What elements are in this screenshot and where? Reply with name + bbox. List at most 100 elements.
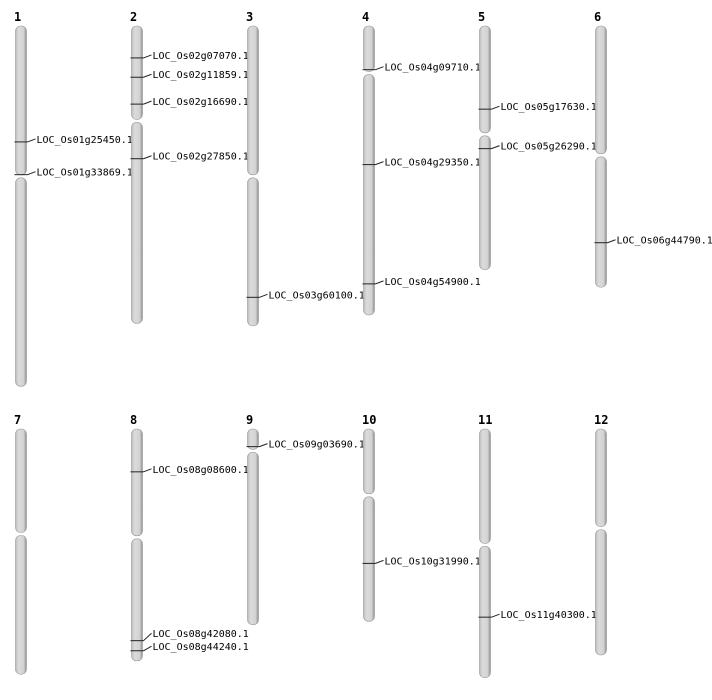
- chromosome-short-arm: [363, 428, 375, 495]
- chromosome-2: 2LOC_Os02g07070.1LOC_Os02g11859.1LOC_Os0…: [130, 10, 249, 324]
- gene-marker: LOC_Os09g03690.1: [246, 440, 365, 451]
- chromosome-short-arm: [131, 25, 143, 120]
- chromosome-long-arm: [479, 546, 491, 678]
- gene-label: LOC_Os10g31990.1: [385, 556, 481, 567]
- gene-marker: LOC_Os04g09710.1: [362, 63, 481, 74]
- chromosome-number: 10: [362, 413, 376, 427]
- chromosome-short-arm: [479, 428, 491, 544]
- chromosome-number: 1: [14, 10, 21, 24]
- gene-connector: [27, 138, 36, 143]
- gene-label: LOC_Os06g44790.1: [617, 236, 712, 247]
- chromosome-long-arm: [131, 122, 143, 324]
- chromosome-short-arm: [247, 25, 259, 176]
- gene-label: LOC_Os09g03690.1: [269, 440, 365, 451]
- gene-label: LOC_Os08g42080.1: [153, 629, 249, 640]
- gene-connector: [259, 293, 268, 298]
- gene-marker: LOC_Os02g16690.1: [130, 97, 249, 108]
- gene-connector: [143, 632, 152, 642]
- gene-connector: [27, 171, 36, 176]
- gene-marker: LOC_Os11g40300.1: [478, 610, 597, 621]
- chromosome-number: 9: [246, 413, 253, 427]
- chromosome-number: 12: [594, 413, 608, 427]
- gene-connector: [607, 239, 616, 244]
- gene-connector: [375, 161, 384, 166]
- chromosome-short-arm: [363, 25, 375, 72]
- chromosome-4: 4LOC_Os04g09710.1LOC_Os04g29350.1LOC_Os0…: [362, 10, 481, 316]
- chromosome-12: 12: [594, 413, 608, 656]
- gene-connector: [375, 280, 384, 285]
- gene-marker: LOC_Os08g42080.1: [130, 629, 249, 642]
- gene-connector: [143, 155, 152, 160]
- gene-marker: LOC_Os05g17630.1: [478, 102, 597, 113]
- chromosome-number: 4: [362, 10, 369, 24]
- chromosome-long-arm: [131, 538, 143, 662]
- gene-marker: LOC_Os04g29350.1: [362, 158, 481, 169]
- chromosome-short-arm: [479, 25, 491, 134]
- gene-label: LOC_Os08g44240.1: [153, 642, 249, 653]
- chromosome-8: 8LOC_Os08g08600.1LOC_Os08g42080.1LOC_Os0…: [130, 413, 249, 662]
- gene-marker: LOC_Os06g44790.1: [594, 236, 712, 247]
- chromosome-number: 2: [130, 10, 137, 24]
- chromosome-number: 11: [478, 413, 492, 427]
- gene-marker: LOC_Os01g25450.1: [14, 135, 133, 146]
- chromosome-short-arm: [595, 428, 607, 527]
- chromosome-short-arm: [247, 428, 259, 450]
- gene-label: LOC_Os04g54900.1: [385, 277, 481, 288]
- gene-marker: LOC_Os02g27850.1: [130, 152, 249, 163]
- chromosome-short-arm: [131, 428, 143, 537]
- gene-connector: [491, 105, 500, 110]
- chromosome-short-arm: [15, 428, 27, 533]
- gene-connector: [143, 54, 152, 59]
- gene-connector: [375, 66, 384, 71]
- gene-label: LOC_Os11g40300.1: [501, 610, 597, 621]
- chromosome-long-arm: [247, 177, 259, 327]
- gene-label: LOC_Os04g09710.1: [385, 63, 481, 74]
- gene-label: LOC_Os01g25450.1: [37, 135, 133, 146]
- gene-connector: [143, 645, 152, 652]
- gene-label: LOC_Os02g07070.1: [153, 51, 249, 62]
- gene-marker: LOC_Os10g31990.1: [362, 556, 481, 567]
- gene-label: LOC_Os05g17630.1: [501, 102, 597, 113]
- gene-label: LOC_Os02g27850.1: [153, 152, 249, 163]
- gene-marker: LOC_Os01g33869.1: [14, 168, 133, 179]
- gene-connector: [259, 443, 268, 448]
- gene-marker: LOC_Os03g60100.1: [246, 290, 365, 301]
- chromosome-number: 7: [14, 413, 21, 427]
- gene-label: LOC_Os05g26290.1: [501, 142, 597, 153]
- chromosome-long-arm: [595, 156, 607, 288]
- chromosome-long-arm: [15, 535, 27, 675]
- gene-label: LOC_Os04g29350.1: [385, 158, 481, 169]
- chromosome-number: 8: [130, 413, 137, 427]
- gene-marker: LOC_Os04g54900.1: [362, 277, 481, 288]
- chromosome-short-arm: [595, 25, 607, 155]
- gene-marker: LOC_Os08g08600.1: [130, 465, 249, 476]
- chromosome-number: 3: [246, 10, 253, 24]
- gene-connector: [491, 145, 500, 150]
- chromosome-number: 6: [594, 10, 601, 24]
- chromosome-long-arm: [479, 135, 491, 270]
- chromosome-long-arm: [247, 452, 259, 626]
- chromosome-long-arm: [363, 496, 375, 622]
- gene-connector: [375, 559, 384, 564]
- gene-label: LOC_Os03g60100.1: [269, 290, 365, 301]
- gene-label: LOC_Os02g11859.1: [153, 70, 249, 81]
- gene-marker: LOC_Os02g07070.1: [130, 51, 249, 62]
- chromosome-7: 7: [14, 413, 27, 675]
- gene-label: LOC_Os01g33869.1: [37, 168, 133, 179]
- gene-connector: [143, 468, 152, 473]
- chromosome-long-arm: [15, 177, 27, 387]
- gene-marker: LOC_Os08g44240.1: [130, 642, 249, 653]
- gene-connector: [491, 613, 500, 618]
- gene-connector: [143, 100, 152, 105]
- chromosome-long-arm: [595, 529, 607, 656]
- gene-label: LOC_Os02g16690.1: [153, 97, 249, 108]
- chromosome-short-arm: [15, 25, 27, 176]
